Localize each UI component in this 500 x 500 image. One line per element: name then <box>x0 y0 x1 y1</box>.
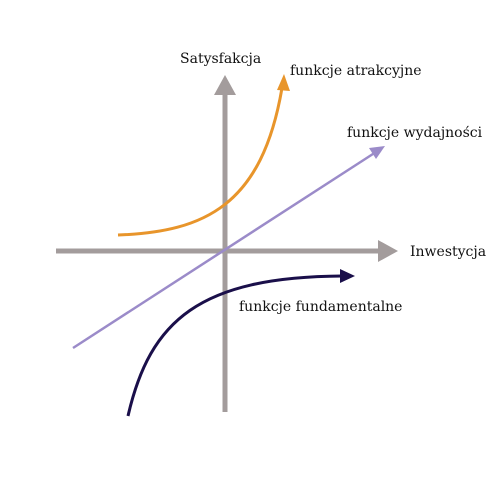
performance-curve <box>72 146 385 350</box>
performance-curve-arrowhead <box>369 146 385 159</box>
attractive-curve-label: funkcje atrakcyjne <box>290 63 422 79</box>
axes <box>56 75 398 412</box>
x-axis-label: Inwestycja <box>410 244 486 260</box>
basic-curve <box>126 269 355 417</box>
basic-curve-line <box>126 274 343 417</box>
y-axis-arrowhead <box>214 75 236 95</box>
x-axis-arrowhead <box>378 240 398 262</box>
performance-curve-label: funkcje wydajności <box>347 125 483 141</box>
attractive-curve-line <box>117 87 284 237</box>
y-axis-label: Satysfakcja <box>180 51 261 67</box>
performance-curve-line <box>72 150 377 350</box>
attractive-curve <box>117 74 290 237</box>
basic-curve-label: funkcje fundamentalne <box>239 299 402 315</box>
attractive-curve-arrowhead <box>277 74 290 91</box>
basic-curve-arrowhead <box>340 269 355 283</box>
